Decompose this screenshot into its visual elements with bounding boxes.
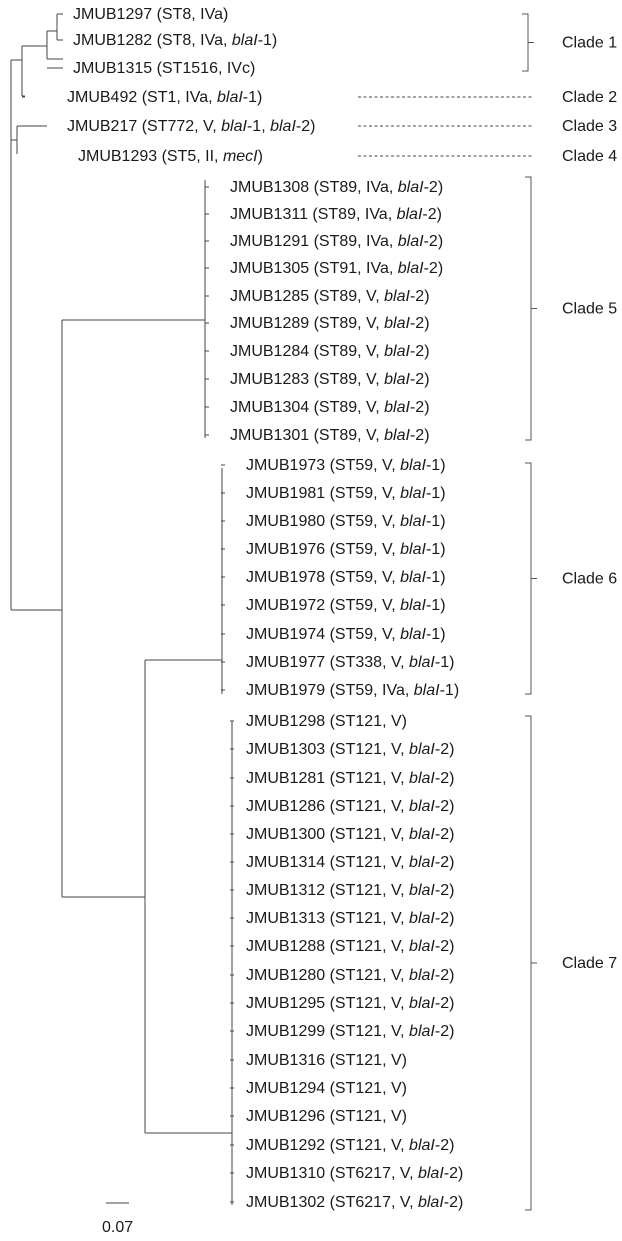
taxon-label: JMUB1979 (ST59, IVa, blaI-1) (246, 682, 459, 699)
taxon-label: JMUB1300 (ST121, V, blaI-2) (246, 826, 454, 843)
taxon-label: JMUB1286 (ST121, V, blaI-2) (246, 798, 454, 815)
taxon-label: JMUB1978 (ST59, V, blaI-1) (246, 569, 446, 586)
taxon-label: JMUB217 (ST772, V, blaI-1, blaI-2) (67, 118, 315, 135)
clade-label: Clade 7 (562, 955, 617, 972)
taxon-label: JMUB1299 (ST121, V, blaI-2) (246, 1023, 454, 1040)
taxon-label: JMUB1284 (ST89, V, blaI-2) (230, 343, 430, 360)
clade-label: Clade 6 (562, 571, 617, 588)
taxon-label: JMUB1316 (ST121, V) (246, 1052, 407, 1069)
taxon-label: JMUB1294 (ST121, V) (246, 1080, 407, 1097)
taxon-label: JMUB1280 (ST121, V, blaI-2) (246, 967, 454, 984)
taxon-label: JMUB1296 (ST121, V) (246, 1108, 407, 1125)
taxon-label: JMUB1292 (ST121, V, blaI-2) (246, 1137, 454, 1154)
taxon-label: JMUB1980 (ST59, V, blaI-1) (246, 513, 446, 530)
scale-bar-label: 0.07 (102, 1219, 133, 1236)
taxon-label: JMUB1303 (ST121, V, blaI-2) (246, 741, 454, 758)
clade-label: Clade 1 (562, 35, 617, 52)
taxon-label: JMUB1311 (ST89, IVa, blaI-2) (230, 206, 442, 223)
taxon-label: JMUB1974 (ST59, V, blaI-1) (246, 626, 446, 643)
taxon-label: JMUB1981 (ST59, V, blaI-1) (246, 485, 446, 502)
clade-bracket (525, 462, 532, 695)
clade-label: Clade 4 (562, 148, 617, 165)
taxon-label: JMUB1297 (ST8, IVa) (73, 6, 228, 23)
clade-bracket (525, 715, 532, 1211)
taxon-label: JMUB1288 (ST121, V, blaI-2) (246, 938, 454, 955)
taxon-label: JMUB1973 (ST59, V, blaI-1) (246, 457, 446, 474)
taxon-label: JMUB1283 (ST89, V, blaI-2) (230, 371, 430, 388)
taxon-label: JMUB1281 (ST121, V, blaI-2) (246, 770, 454, 787)
taxon-label: JMUB1312 (ST121, V, blaI-2) (246, 882, 454, 899)
leaf-labels: JMUB1297 (ST8, IVa) JMUB1282 (ST8, IVa, b… (67, 6, 463, 1211)
taxon-label: JMUB1295 (ST121, V, blaI-2) (246, 995, 454, 1012)
tree-branches (10, 13, 234, 1205)
clade-bracket (525, 176, 532, 441)
taxon-label: JMUB1301 (ST89, V, blaI-2) (230, 427, 430, 444)
taxon-label: JMUB1304 (ST89, V, blaI-2) (230, 399, 430, 416)
taxon-label: JMUB1298 (ST121, V) (246, 713, 407, 730)
taxon-label: JMUB1305 (ST91, IVa, blaI-2) (230, 260, 443, 277)
clade-bracket (522, 13, 529, 72)
clade-label: Clade 5 (562, 301, 617, 318)
taxon-label: JMUB1308 (ST89, IVa, blaI-2) (230, 179, 443, 196)
taxon-label: JMUB1977 (ST338, V, blaI-1) (246, 654, 454, 671)
clade-label: Clade 3 (562, 118, 617, 135)
taxon-label: JMUB492 (ST1, IVa, blaI-1) (67, 89, 262, 106)
taxon-label: JMUB1282 (ST8, IVa, blaI-1) (73, 32, 277, 49)
taxon-label: JMUB1972 (ST59, V, blaI-1) (246, 597, 446, 614)
clade-brackets (358, 13, 537, 1211)
taxon-label: JMUB1302 (ST6217, V, blaI-2) (246, 1194, 463, 1211)
taxon-label: JMUB1314 (ST121, V, blaI-2) (246, 854, 454, 871)
clade-label: Clade 2 (562, 89, 617, 106)
taxon-label: JMUB1313 (ST121, V, blaI-2) (246, 910, 454, 927)
taxon-label: JMUB1285 (ST89, V, blaI-2) (230, 288, 430, 305)
taxon-label: JMUB1315 (ST1516, IVc) (73, 60, 255, 77)
scale-bar: 0.07 (102, 1202, 133, 1236)
taxon-label: JMUB1976 (ST59, V, blaI-1) (246, 541, 446, 558)
taxon-label: JMUB1310 (ST6217, V, blaI-2) (246, 1165, 463, 1182)
taxon-label: JMUB1291 (ST89, IVa, blaI-2) (230, 233, 443, 250)
taxon-label: JMUB1293 (ST5, II, mecI) (78, 148, 263, 165)
clade-labels: Clade 1 Clade 2 Clade 3 Clade 4 Clade 5 Clade… (562, 35, 617, 973)
taxon-label: JMUB1289 (ST89, V, blaI-2) (230, 315, 430, 332)
